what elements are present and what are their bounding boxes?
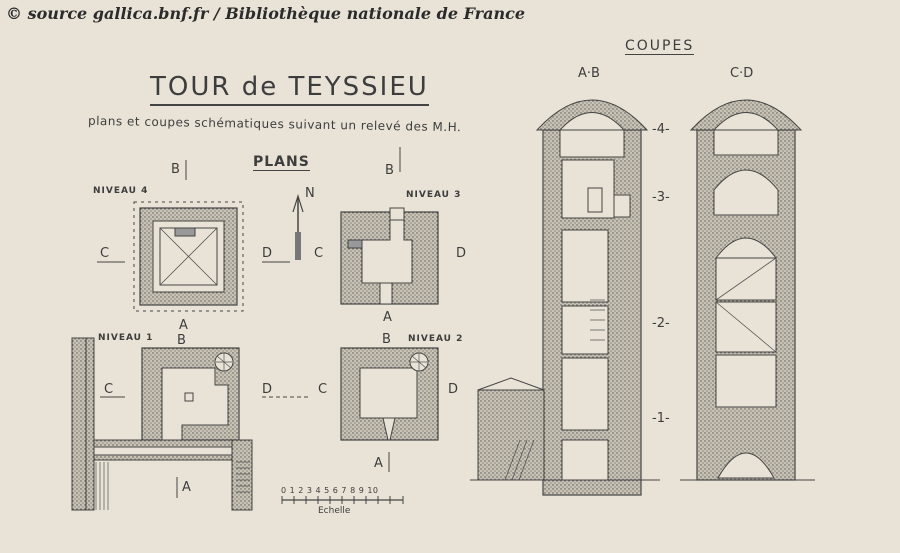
level-label-3: NIVEAU 3 — [406, 190, 462, 200]
marker-b-n1: B — [177, 333, 186, 348]
page-title: TOUR de TEYSSIEU — [150, 72, 429, 106]
marker-c-n3: C — [314, 246, 324, 261]
section-label-ab: A·B — [578, 66, 600, 81]
marker-a-n2: A — [374, 456, 383, 471]
level-mark-3: -3- — [652, 190, 670, 205]
section-axis-lines — [97, 147, 401, 498]
marker-a-n3: A — [383, 310, 392, 325]
marker-b-n2: B — [382, 332, 391, 347]
marker-c-n2: C — [318, 382, 328, 397]
section-label-cd: C·D — [730, 66, 754, 81]
north-arrow-icon — [292, 193, 304, 260]
scale-ticks: 0 1 2 3 4 5 6 7 8 9 10 — [281, 486, 379, 495]
marker-b-n3: B — [385, 163, 394, 178]
section-cd — [680, 99, 815, 481]
marker-a-n1: A — [182, 480, 191, 495]
scale-label: Echelle — [318, 506, 351, 516]
marker-b-n4: B — [171, 162, 180, 177]
source-credit: © source gallica.bnf.fr / Bibliothèque n… — [6, 4, 525, 23]
marker-d-n1: D — [262, 382, 273, 397]
marker-d-n2: D — [448, 382, 459, 397]
level-label-4: NIVEAU 4 — [93, 186, 149, 196]
level-label-2: NIVEAU 2 — [408, 334, 464, 344]
section-ab — [470, 99, 660, 496]
marker-c-n4: C — [100, 246, 110, 261]
marker-a-n4: A — [179, 318, 188, 333]
marker-c-n1: C — [104, 382, 114, 397]
coupes-heading: COUPES — [625, 38, 695, 55]
plan-niveau-4 — [133, 201, 244, 312]
plan-niveau-1 — [71, 337, 253, 511]
marker-n: N — [305, 186, 315, 201]
scale-bar — [281, 496, 404, 504]
marker-d-n4: D — [262, 246, 273, 261]
plan-niveau-2 — [340, 347, 439, 441]
level-mark-4: -4- — [652, 122, 670, 137]
plan-niveau-3 — [340, 207, 439, 305]
level-label-1: NIVEAU 1 — [98, 333, 154, 343]
plans-heading: PLANS — [253, 154, 310, 171]
level-mark-1: -1- — [652, 411, 670, 426]
level-mark-2: -2- — [652, 316, 670, 331]
marker-d-n3: D — [456, 246, 467, 261]
